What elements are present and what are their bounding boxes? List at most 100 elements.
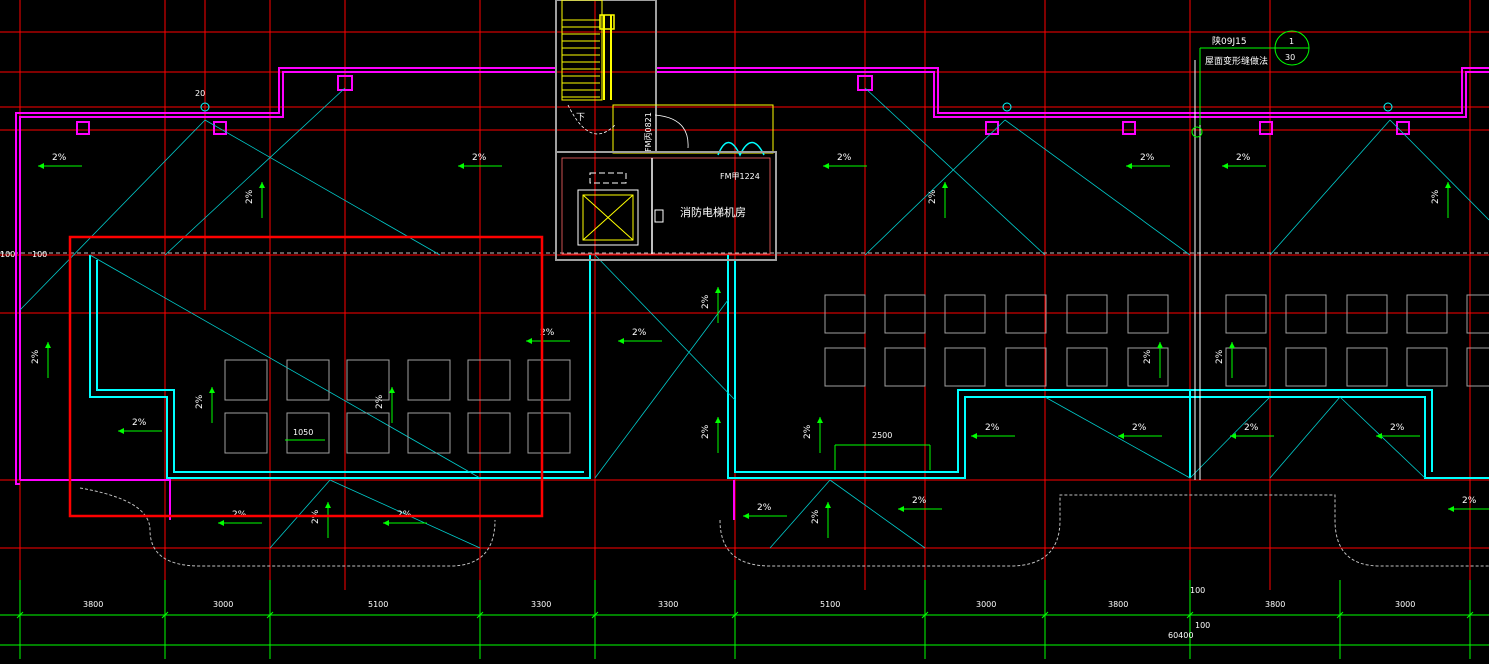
- svg-text:2%: 2%: [540, 328, 555, 338]
- slope-marker: 2%: [311, 502, 331, 538]
- equipment-pad: [1225, 347, 1267, 387]
- slope-annotations: 2% 2% 2% 2% 2% 2% 2% 2% 2% 2% 2% 2% 2% 2% 2% 2% 2% 2% 2% 2%…: [31, 153, 1489, 538]
- equipment-pad: [1127, 347, 1169, 387]
- slope-marker: 2%: [1118, 423, 1162, 439]
- slope-marker: 2%: [38, 153, 82, 169]
- svg-text:2%: 2%: [132, 418, 147, 428]
- total-width-label: 60400: [1168, 631, 1193, 640]
- equipment-pads: [224, 294, 1489, 454]
- slope-marker: 2%: [245, 182, 265, 218]
- parapet-walls: [15, 67, 1489, 520]
- door-fm1-label: FM丙0821: [644, 112, 653, 152]
- dim-100-left2: 100: [0, 250, 15, 259]
- dimension-label: 3300: [531, 600, 551, 609]
- svg-text:2%: 2%: [1143, 349, 1153, 364]
- slope-marker: 2%: [1215, 342, 1235, 378]
- svg-text:2%: 2%: [632, 328, 647, 338]
- dimension-label: 3800: [1265, 600, 1285, 609]
- equipment-pad: [884, 294, 926, 334]
- detail-callout[interactable]: 1 30 陕09J15 屋面变形缝做法: [1199, 30, 1310, 125]
- dimension-label: 3800: [1108, 600, 1128, 609]
- slope-marker: 2%: [1376, 423, 1420, 439]
- svg-text:2%: 2%: [1236, 153, 1251, 163]
- equipment-pad: [1005, 347, 1047, 387]
- equipment-pad: [407, 412, 451, 454]
- slope-marker: 2%: [743, 503, 787, 519]
- svg-text:2%: 2%: [985, 423, 1000, 433]
- equipment-pad: [1285, 347, 1327, 387]
- slope-marker: 2%: [375, 387, 395, 423]
- equipment-pad: [824, 294, 866, 334]
- door-fm2-label: FM甲1224: [720, 172, 760, 181]
- equipment-pad: [286, 412, 330, 454]
- slope-marker: 2%: [1143, 342, 1163, 378]
- svg-text:2%: 2%: [701, 294, 711, 309]
- equipment-pad: [527, 359, 571, 401]
- joint-marker: [1191, 126, 1203, 138]
- stair-core: 下 FM丙0821: [555, 0, 774, 157]
- slope-marker: 2%: [31, 342, 51, 378]
- slope-marker: 2%: [971, 423, 1015, 439]
- svg-text:2%: 2%: [811, 509, 821, 524]
- equipment-pad: [1346, 294, 1388, 334]
- room-label: 消防电梯机房: [680, 205, 746, 219]
- equipment-pad: [1466, 294, 1489, 334]
- svg-text:2%: 2%: [245, 189, 255, 204]
- slope-marker: 2%: [1126, 153, 1170, 169]
- elevator-machine-room: 消防电梯机房 FM甲1224: [555, 151, 777, 261]
- stair-down-label: 下: [576, 113, 585, 123]
- slope-marker: 2%: [1222, 153, 1266, 169]
- equipment-pad: [346, 412, 390, 454]
- dimension-label: 3300: [658, 600, 678, 609]
- svg-text:2%: 2%: [375, 394, 385, 409]
- slope-marker: 2%: [526, 328, 570, 344]
- equipment-pad: [944, 347, 986, 387]
- equipment-pad: [346, 359, 390, 401]
- svg-text:2%: 2%: [1462, 496, 1477, 506]
- slope-marker: 2%: [118, 418, 162, 434]
- std-code-label: 陕09J15: [1212, 35, 1247, 47]
- slope-marker: 2%: [823, 153, 867, 169]
- slope-marker: 2%: [1230, 423, 1274, 439]
- dim-100-mid2: 100: [1195, 621, 1210, 630]
- dimension-label: 5100: [368, 600, 388, 609]
- expansion-joint: [1194, 60, 1201, 480]
- callout-number: 1: [1289, 37, 1294, 46]
- equipment-pad: [467, 412, 511, 454]
- slope-marker: 2%: [383, 510, 427, 526]
- svg-text:2%: 2%: [1244, 423, 1259, 433]
- slope-marker: 2%: [458, 153, 502, 169]
- equipment-pad: [1005, 294, 1047, 334]
- equipment-pad: [224, 412, 268, 454]
- svg-text:2%: 2%: [837, 153, 852, 163]
- svg-text:2%: 2%: [1132, 423, 1147, 433]
- inner-walls: [89, 255, 1489, 479]
- joint-note-label: 屋面变形缝做法: [1205, 55, 1268, 67]
- svg-text:2%: 2%: [912, 496, 927, 506]
- equipment-pad: [1066, 347, 1108, 387]
- slope-marker: 2%: [803, 417, 823, 453]
- slope-marker: 2%: [1448, 496, 1489, 512]
- svg-text:2%: 2%: [757, 503, 772, 513]
- drainage-lines: [19, 87, 1489, 549]
- equipment-pad: [1346, 347, 1388, 387]
- equipment-pad: [407, 359, 451, 401]
- equipment-pad: [286, 359, 330, 401]
- dim-2500: 2500: [872, 431, 892, 440]
- drain-marker: [1383, 102, 1393, 112]
- drain-marker: [1002, 102, 1012, 112]
- slope-marker: 2%: [218, 510, 262, 526]
- drain-marker: [200, 102, 210, 112]
- slope-marker: 2%: [1431, 182, 1451, 218]
- dimension-label: 3000: [1395, 600, 1415, 609]
- dimension-label: 5100: [820, 600, 840, 609]
- equipment-pad: [1285, 294, 1327, 334]
- equipment-pad: [527, 412, 571, 454]
- roof-vents: [76, 75, 1410, 135]
- dimension-label: 3000: [976, 600, 996, 609]
- dimension-label: 3000: [213, 600, 233, 609]
- selection-box[interactable]: [68, 235, 544, 518]
